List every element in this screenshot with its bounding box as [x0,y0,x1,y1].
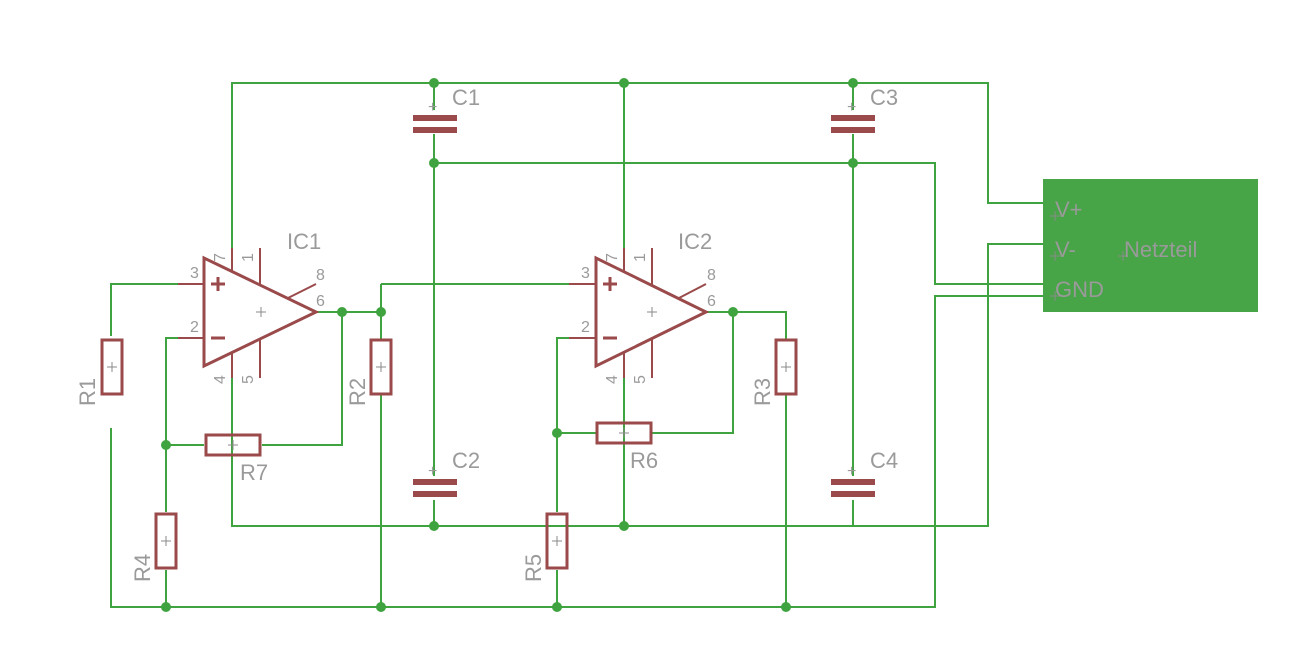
pin-number: 4 [212,375,229,384]
junction-dot [728,307,738,317]
capacitor-c2[interactable]: + C2 [413,448,480,497]
junction-dot [552,602,562,612]
junction-dot [848,158,858,168]
junction-dot [848,78,858,88]
svg-text:+: + [428,463,437,480]
pin-number: 7 [212,253,229,262]
opamp-ic1[interactable]: IC1 7 1 3 8 6 2 4 5 [178,229,325,384]
capacitor-label: C1 [452,85,480,110]
pin-number: 6 [316,293,325,310]
resistor-r2[interactable]: R2 [345,338,393,406]
resistor-r3[interactable]: R3 [750,338,798,406]
pin-number: 4 [604,375,621,384]
wire-ic2-out [706,311,787,340]
capacitor-c4[interactable]: + C4 [831,448,898,497]
junctions [161,78,858,612]
capacitor-label: C2 [452,448,480,473]
resistor-label: R6 [630,448,658,473]
capacitor-c1[interactable]: + C1 [413,85,480,133]
svg-text:+: + [428,99,437,116]
junction-dot [429,158,439,168]
junction-dot [376,602,386,612]
pin-number: 8 [316,267,325,284]
pin-number: 2 [581,319,590,336]
wire-vminus-rail [231,243,1043,527]
resistor-r4[interactable]: R4 [130,512,178,582]
wire-gnd-bottom-rail [110,295,1043,608]
wire-gnd-mid-rail [433,134,1043,285]
junction-dot [337,307,347,317]
junction-dot [161,440,171,450]
pin-number: 5 [632,375,649,384]
resistor-label: R2 [345,378,370,406]
pin-number: 6 [707,293,716,310]
pin-number: 3 [190,265,199,282]
resistor-label: R5 [521,554,546,582]
wire-ic2-inv [556,337,596,433]
opamp-label: IC1 [287,229,321,254]
svg-text:+: + [847,463,856,480]
junction-dot [619,521,629,531]
pin-number: 1 [240,253,257,262]
resistor-label: R4 [130,554,155,582]
resistor-r6[interactable]: R6 [595,421,658,473]
junction-dot [376,307,386,317]
pin-number: 1 [632,253,649,262]
connector-netzteil[interactable]: V+ V- GND Netzteil [1043,179,1258,312]
pin-number: 2 [190,319,199,336]
junction-dot [552,428,562,438]
junction-dot [429,521,439,531]
junction-dot [429,78,439,88]
connector-label: Netzteil [1124,237,1197,262]
connector-pin-label: V- [1055,237,1076,262]
pin-number: 7 [604,253,621,262]
wire-r1-top [110,283,204,336]
resistor-r5[interactable]: R5 [521,512,569,582]
capacitor-label: C3 [870,85,898,110]
connector-body [1043,179,1258,312]
capacitor-c3[interactable]: + C3 [831,85,898,133]
resistor-label: R3 [750,378,775,406]
opamp-label: IC2 [678,229,712,254]
wire-vplus-rail [231,82,1043,248]
resistor-label: R1 [75,378,100,406]
opamp-ic2[interactable]: IC2 7 1 3 8 6 2 4 5 [569,229,716,384]
wire-ic1-inv [165,337,204,445]
pin-number: 3 [581,265,590,282]
wire-r6-right [652,312,734,434]
wires [110,82,1043,608]
pin-number: 8 [707,267,716,284]
junction-dot [161,602,171,612]
resistor-r1[interactable]: R1 [75,338,124,406]
pin-number: 5 [240,375,257,384]
resistor-r7[interactable]: R7 [204,433,268,485]
junction-dot [619,78,629,88]
capacitor-label: C4 [870,448,898,473]
connector-pin-label: V+ [1055,197,1083,222]
svg-text:+: + [847,99,856,116]
resistor-label: R7 [240,460,268,485]
wire-r7-right [262,312,343,446]
junction-dot [781,602,791,612]
connector-pin-label: GND [1055,277,1104,302]
